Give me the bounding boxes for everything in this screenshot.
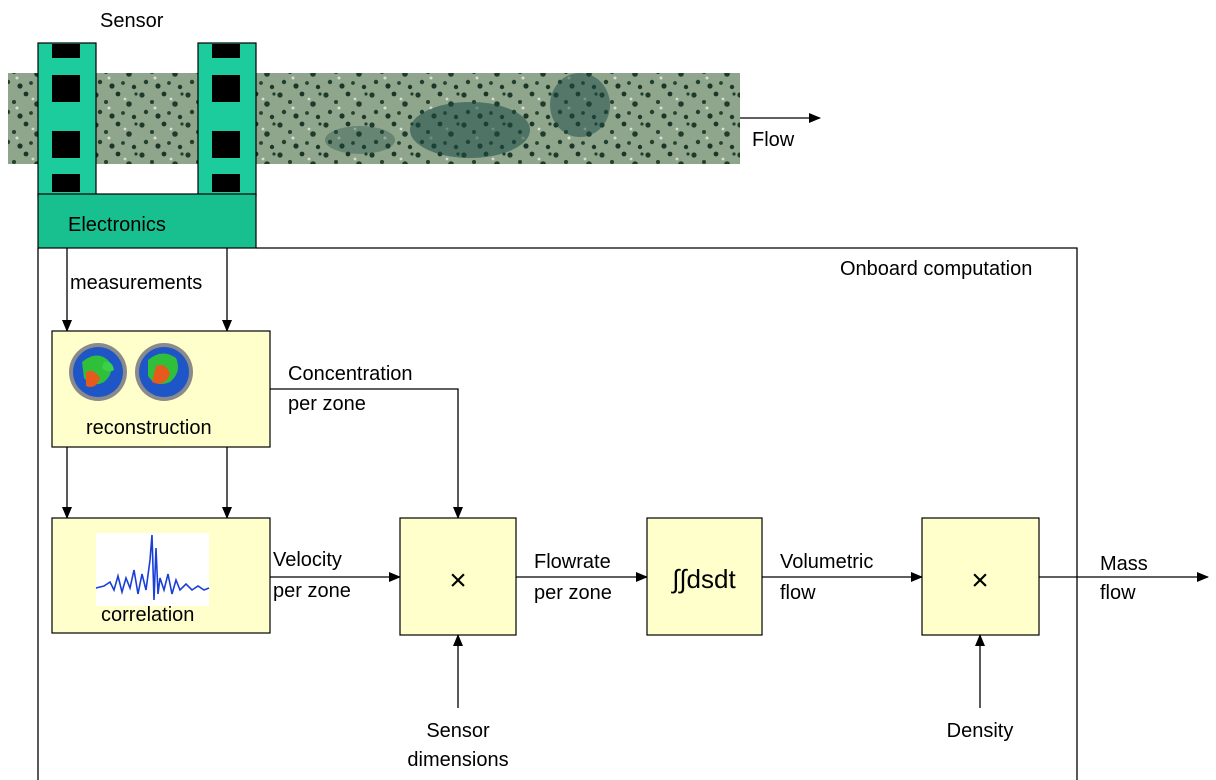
sensor-electrode-right [197,42,257,197]
sensor-dimensions-line1: Sensor [426,720,490,742]
concentration-label-line2: per zone [288,393,366,415]
correlation-label: correlation [101,604,194,626]
integral-block [646,517,763,636]
measurements-label: measurements [70,272,202,294]
tomogram-image-1 [69,343,127,401]
sensor-label: Sensor [100,10,164,32]
multiply-symbol-2: × [971,564,989,597]
multiply-block-2 [921,517,1040,636]
volumetric-label-line2: flow [780,582,816,604]
pipe [8,73,740,164]
flowrate-label-line2: per zone [534,582,612,604]
sensor-electrode-left [37,42,97,197]
density-label: Density [947,720,1014,742]
velocity-label-line1: Velocity [273,549,342,571]
integral-label: ∫∫dsdt [670,564,736,594]
mass-flow-label-line1: Mass [1100,553,1148,575]
electronics-box [37,193,257,249]
electronics-label: Electronics [68,214,166,236]
onboard-frame [37,247,1078,780]
sensor-dimensions-line2: dimensions [407,749,508,771]
flowrate-label-line1: Flowrate [534,551,611,573]
mass-flow-label-line2: flow [1100,582,1136,604]
flow-label: Flow [752,129,795,151]
onboard-label: Onboard computation [840,258,1032,280]
volumetric-label-line1: Volumetric [780,551,873,573]
concentration-label-line1: Concentration [288,363,413,385]
tomogram-image-2 [135,343,193,401]
reconstruction-label: reconstruction [86,417,212,439]
correlation-trace [95,534,210,601]
velocity-label-line2: per zone [273,580,351,602]
multiply-symbol-1: × [449,564,467,597]
concentration-arrow [270,388,463,519]
